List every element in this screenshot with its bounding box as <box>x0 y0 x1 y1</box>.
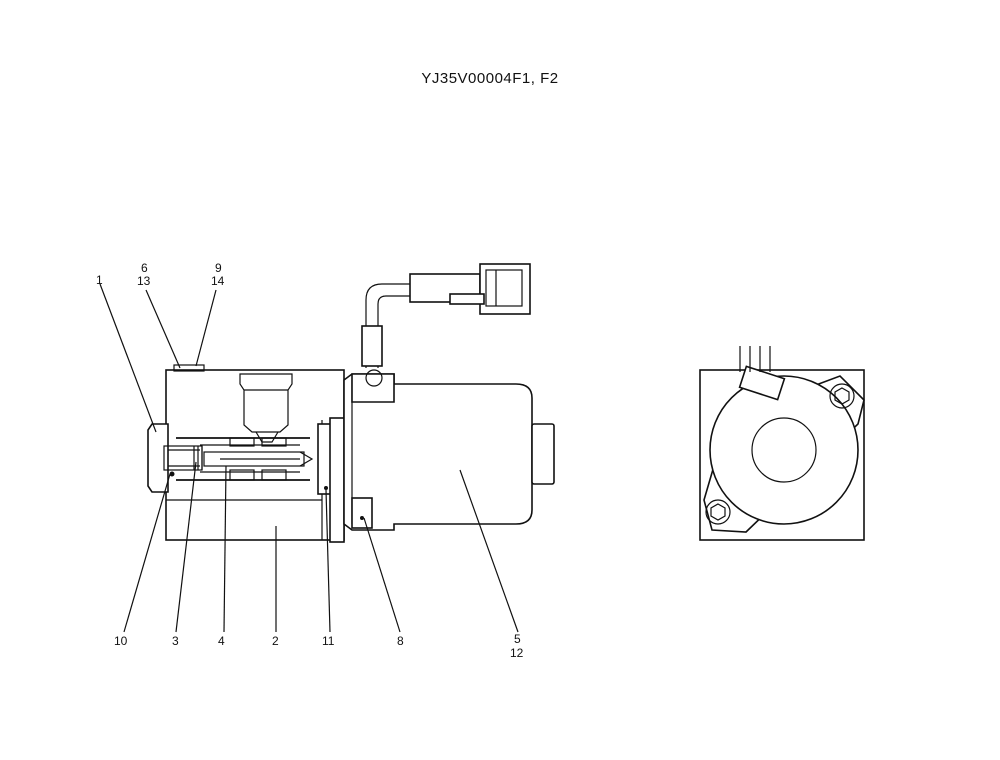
end-view <box>699 346 865 541</box>
callout-10: 10 <box>114 634 128 648</box>
leader-lines <box>99 283 519 633</box>
callout-11: 11 <box>322 634 335 648</box>
callout-6: 6 <box>141 261 148 275</box>
spring-seat <box>193 446 203 470</box>
callout-9: 9 <box>215 261 222 275</box>
diagram-title: YJ35V00004F1, F2 <box>421 70 559 87</box>
callout-12: 12 <box>510 646 524 660</box>
end-plug <box>147 423 203 493</box>
callout-5: 5 <box>514 632 521 646</box>
solenoid-coil <box>343 369 555 531</box>
callout-4: 4 <box>218 634 225 648</box>
callout-3: 3 <box>172 634 179 648</box>
wire-harness <box>361 283 410 368</box>
callout-2: 2 <box>272 634 279 648</box>
electrical-connector <box>409 263 531 315</box>
callout-1: 1 <box>96 273 103 287</box>
callout-8: 8 <box>397 634 404 648</box>
callout-14: 14 <box>211 274 225 288</box>
spool <box>203 451 314 467</box>
callout-13: 13 <box>137 274 151 288</box>
callout-labels: 1 6 13 9 14 10 3 4 2 11 8 5 12 <box>96 261 524 660</box>
